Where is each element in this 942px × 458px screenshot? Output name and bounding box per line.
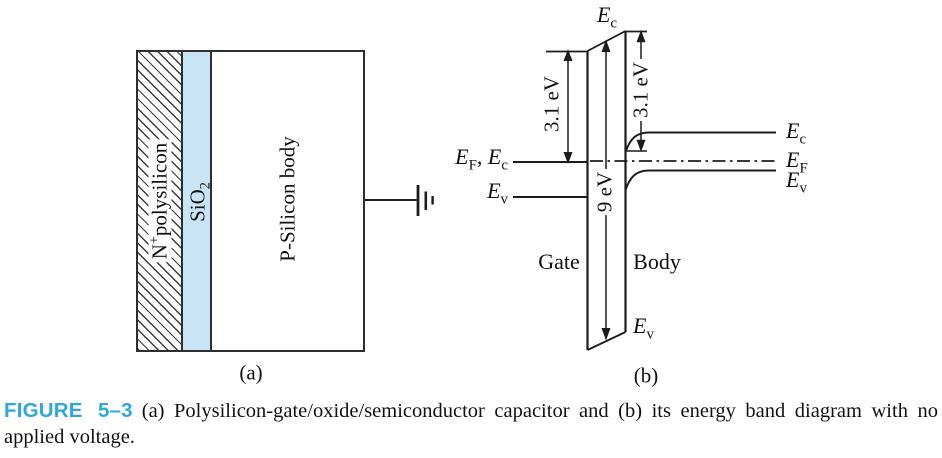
- band-diagram-lines: [513, 30, 776, 351]
- oxide-ev-subscript: v: [646, 326, 654, 343]
- gate-ef-ec-comma: ,: [476, 144, 488, 169]
- oxide-ec-subscript: c: [610, 15, 618, 32]
- figure-caption: FIGURE 5–3(a) Polysilicon-gate/oxide/sem…: [4, 398, 938, 450]
- barrier-left-value: 3.1 eV: [539, 76, 564, 132]
- panel-b-tag: (b): [633, 363, 659, 388]
- panel-a-tag: (a): [239, 360, 263, 385]
- gate-region-label: Gate: [538, 251, 580, 273]
- gate-ef-subscript: F: [468, 157, 477, 174]
- gate-region-text: Gate: [538, 249, 580, 274]
- gate-ev-symbol: E: [487, 178, 501, 203]
- oxide-layer-label: SiO2: [185, 182, 214, 222]
- body-ec-label: Ec: [786, 118, 806, 147]
- gate-ec-subscript: c: [501, 157, 508, 174]
- oxide-formula-text: SiO: [185, 189, 210, 222]
- oxide-gap-arrowhead-up: [601, 39, 611, 52]
- barrier-left-arrowhead-down: [563, 152, 573, 164]
- barrier-left-arrowhead-up: [563, 49, 573, 61]
- barrier-left-text: 3.1 eV: [539, 76, 564, 132]
- body-layer-text: P-Silicon body: [275, 136, 300, 262]
- oxide-formula-subscript: 2: [197, 182, 214, 190]
- body-ev-subscript: v: [799, 180, 807, 197]
- barrier-right-arrowhead-up: [636, 30, 646, 43]
- body-ec-symbol: E: [786, 118, 800, 143]
- gate-ev-subscript: v: [500, 191, 508, 208]
- oxide-ev-symbol: E: [633, 313, 647, 338]
- panel-b-tag-text: (b): [633, 363, 659, 388]
- ground-connection: [365, 185, 434, 216]
- body-region-label: Body: [633, 251, 681, 273]
- oxide-ev-label: Ev: [633, 313, 654, 342]
- body-region-text: Body: [633, 249, 681, 274]
- gate-ef-ec-label: EF, Ec: [455, 144, 508, 173]
- gate-charge-superscript: +: [146, 236, 163, 245]
- barrier-right-text: 3.1 eV: [628, 62, 653, 118]
- oxide-gap-arrowhead-down: [601, 328, 611, 341]
- gate-material-text: polysilicon: [147, 142, 172, 237]
- gate-ev-label: Ev: [487, 178, 508, 207]
- figure-number-label: FIGURE 5–3: [4, 399, 133, 422]
- gate-ec-symbol: E: [487, 144, 502, 169]
- body-ec-subscript: c: [799, 131, 807, 148]
- body-layer-label: P-Silicon body: [275, 136, 300, 262]
- barrier-right-value: 3.1 eV: [628, 59, 653, 121]
- panel-a-tag-text: (a): [239, 360, 263, 385]
- gate-ef-symbol: E: [455, 144, 469, 169]
- figure-caption-text: (a) Polysilicon-gate/oxide/semiconductor…: [4, 400, 938, 449]
- body-ev-band: [624, 169, 776, 191]
- oxide-ec-symbol: E: [596, 2, 611, 27]
- oxide-layer: [183, 50, 212, 352]
- oxide-bandgap-text: 9 eV: [592, 171, 617, 213]
- body-ev-label: Ev: [786, 167, 807, 196]
- body-ec-band: [624, 131, 776, 153]
- barrier-right-arrowhead-down: [636, 139, 646, 152]
- gate-element-text: N: [147, 244, 172, 260]
- oxide-bandgap-value: 9 eV: [592, 168, 617, 216]
- body-ef-subscript: F: [799, 160, 808, 177]
- oxide-ev-slope: [587, 331, 626, 351]
- oxide-ec-label: Ec: [596, 2, 617, 31]
- body-ef-label: EF: [786, 147, 808, 176]
- body-ev-symbol: E: [786, 167, 800, 192]
- body-ef-symbol: E: [786, 147, 800, 172]
- gate-layer-label: N+polysilicon: [146, 139, 172, 263]
